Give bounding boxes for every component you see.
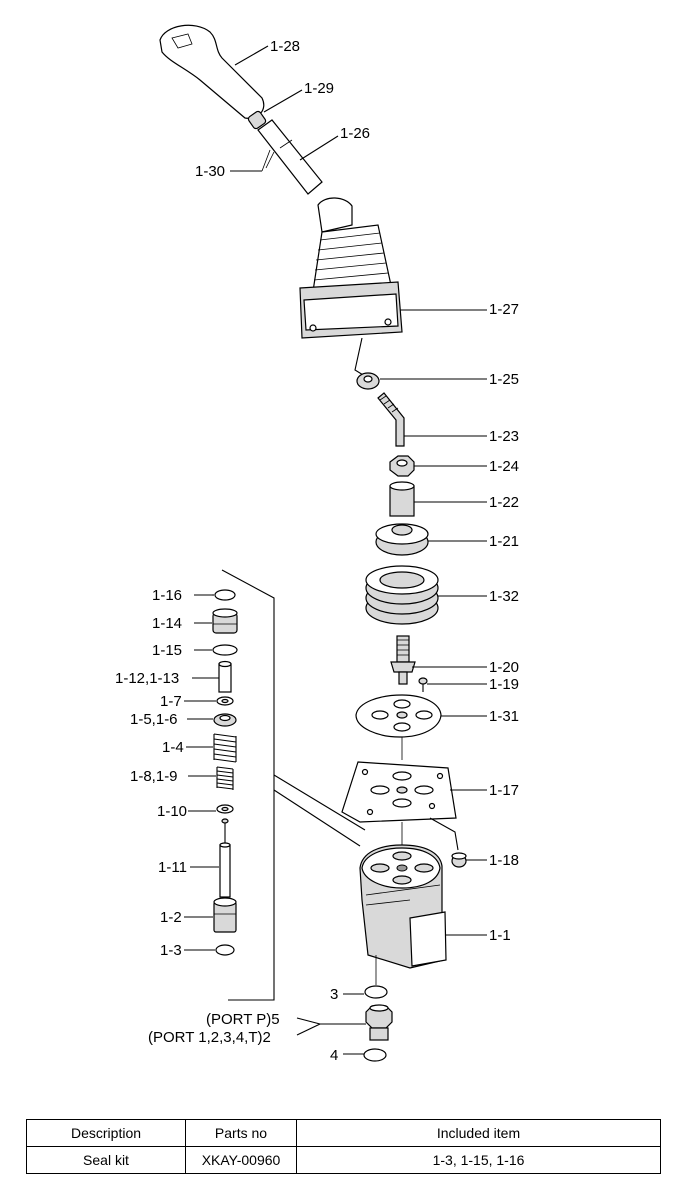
part-1-23-rod [377,392,487,447]
part-1-22-coupling [389,481,487,517]
part-4-oring [343,1048,387,1062]
callout-1-22: 1-22 [489,494,519,511]
callout-port-p: (PORT P)5 [206,1011,280,1028]
part-1-5-1-6-seat [213,713,237,727]
part-1-4-spring [213,733,237,763]
callout-1-10: 1-10 [157,803,187,820]
exploded-parts-diagram: 1-28 1-29 1-26 1-30 1-27 1-25 [115,24,519,1064]
callout-port-all: (PORT 1,2,3,4,T)2 [148,1029,271,1046]
callout-1-3: 1-3 [160,942,182,959]
part-1-20-plunger [390,635,487,685]
callout-1-5-1-6: 1-5,1-6 [130,711,178,728]
part-2-5-fitting [296,1004,393,1041]
part-1-11-spool [219,818,231,898]
callout-1-18: 1-18 [489,852,519,869]
header-included-item: Included item [296,1119,661,1147]
part-1-2-plug [213,897,237,933]
part-1-16-ring [212,589,236,601]
table-row: Seal kit XKAY-00960 1-3, 1-15, 1-16 [26,1146,661,1174]
callout-4: 4 [330,1047,338,1064]
part-1-18-bushing [451,852,487,868]
part-1-32-bellows [365,565,487,625]
part-1-30-pin [230,149,275,172]
callout-1-30: 1-30 [195,163,225,180]
cell-included-item: 1-3, 1-15, 1-16 [296,1146,661,1174]
header-description: Description [26,1119,186,1147]
part-1-1-body [359,844,487,985]
part-1-29-cap [247,89,303,130]
callout-1-21: 1-21 [489,533,519,550]
part-1-7-washer [216,696,234,706]
part-1-24-nut [389,455,487,477]
part-1-28-grip [159,24,269,119]
part-1-31-plate [355,694,487,760]
callout-1-32: 1-32 [489,588,519,605]
part-1-19-screw [418,677,487,692]
callout-1-27: 1-27 [489,301,519,318]
callout-1-7: 1-7 [160,693,182,710]
part-3-oring [343,985,388,999]
header-parts-no: Parts no [185,1119,297,1147]
callout-1-31: 1-31 [489,708,519,725]
callout-1-25: 1-25 [489,371,519,388]
callout-1-1: 1-1 [489,927,511,944]
part-1-26-shaft [257,119,339,195]
callout-1-19: 1-19 [489,676,519,693]
left-leader-lines [184,594,219,951]
callout-1-11: 1-11 [158,859,187,876]
part-1-25-nut [356,372,487,390]
callout-1-26: 1-26 [340,125,370,142]
callout-1-28: 1-28 [270,38,300,55]
callout-1-17: 1-17 [489,782,519,799]
callout-1-23: 1-23 [489,428,519,445]
cell-description: Seal kit [26,1146,186,1174]
table-header-row: Description Parts no Included item [26,1119,661,1147]
part-1-10-washer [216,804,234,814]
callout-1-20: 1-20 [489,659,519,676]
parts-table: Description Parts no Included item Seal … [26,1119,661,1174]
callout-1-29: 1-29 [304,80,334,97]
callout-1-8-1-9: 1-8,1-9 [130,768,178,785]
cell-parts-no: XKAY-00960 [185,1146,297,1174]
callout-1-16: 1-16 [152,587,182,604]
part-1-3-oring [215,944,235,956]
callout-1-24: 1-24 [489,458,519,475]
subassembly-bracket [221,569,366,1001]
part-1-17-plate [341,761,487,851]
callout-1-12-1-13: 1-12,1-13 [115,670,179,687]
part-1-12-1-13-spacer [218,660,232,693]
callout-1-15: 1-15 [152,642,182,659]
part-1-21-disc [375,523,487,556]
callout-1-2: 1-2 [160,909,182,926]
part-1-15-oring [212,644,238,656]
callout-3: 3 [330,986,338,1003]
callout-1-4: 1-4 [162,739,184,756]
callout-1-14: 1-14 [152,615,182,632]
part-1-27-boot [299,197,487,379]
part-1-14-guide [212,608,238,634]
part-1-8-1-9-spring [216,766,234,790]
